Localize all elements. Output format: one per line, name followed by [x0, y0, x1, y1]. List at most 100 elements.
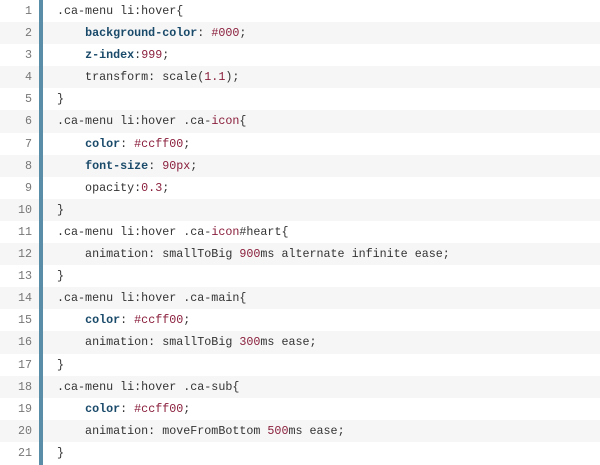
- code-token: ;: [183, 313, 191, 328]
- code-line: 6.ca-menu li:hover .ca-icon{: [0, 110, 600, 133]
- line-number: 18: [17, 379, 32, 394]
- line-number: 3: [24, 48, 32, 63]
- code-token: {: [239, 114, 247, 129]
- line-number: 15: [17, 313, 32, 328]
- line-number: 5: [24, 92, 32, 107]
- code-line: 1 .ca-menu li:hover{: [0, 0, 600, 22]
- code-line: 3 z-index:999;: [0, 44, 600, 66]
- line-number: 4: [24, 70, 32, 85]
- line-number: 9: [24, 180, 32, 195]
- line-number: 16: [17, 335, 32, 350]
- code-token: ms ease;: [288, 423, 345, 438]
- css-property-token: z-index: [85, 48, 135, 63]
- line-text: z-index:999;: [43, 44, 169, 66]
- line-number: 14: [17, 291, 32, 306]
- line-number: 12: [17, 247, 32, 262]
- code-token: }: [57, 92, 65, 107]
- code-line: 10}: [0, 198, 600, 221]
- code-token: [57, 159, 85, 173]
- css-value-token: 90px: [162, 158, 191, 173]
- line-number: 17: [17, 357, 32, 372]
- code-token: #heart{: [239, 224, 289, 239]
- line-text: }: [43, 442, 64, 464]
- code-token: .ca-menu li:hover .ca-main{: [57, 291, 247, 306]
- code-token: [57, 313, 85, 327]
- css-value-token: #000: [211, 26, 240, 41]
- code-token: }: [57, 445, 65, 460]
- line-text: }: [43, 265, 64, 287]
- code-line: 12 animation: smallToBig 900ms alternate…: [0, 243, 600, 266]
- code-token: ;: [162, 48, 170, 63]
- css-value-token: icon: [211, 114, 240, 129]
- css-property-token: color: [85, 313, 121, 328]
- code-line: 7 color: #ccff00;: [0, 133, 600, 155]
- code-token: .ca-menu li:hover .ca-: [57, 224, 212, 239]
- code-line: 18 .ca-menu li:hover .ca-sub{: [0, 375, 600, 398]
- code-token: animation: smallToBig: [57, 247, 240, 262]
- code-line: 5}: [0, 88, 600, 110]
- line-number: 7: [24, 136, 32, 151]
- code-line: 21}: [0, 442, 600, 464]
- line-text: animation: smallToBig 300ms ease;: [43, 331, 317, 353]
- css-value-token: #ccff00: [134, 136, 184, 151]
- line-text: animation: moveFromBottom 500ms ease;: [43, 420, 345, 442]
- line-number: 2: [24, 26, 32, 41]
- css-value-token: 500: [267, 423, 289, 438]
- line-text: color: #ccff00;: [43, 309, 190, 331]
- line-number: 19: [17, 401, 32, 416]
- code-token: :: [197, 26, 212, 41]
- line-text: .ca-menu li:hover .ca-sub{: [43, 376, 239, 398]
- line-text: color: #ccff00;: [43, 133, 190, 155]
- code-token: [57, 26, 85, 40]
- code-token: transform: scale(: [57, 70, 205, 85]
- code-token: .ca-menu li:hover{: [57, 4, 184, 18]
- code-token: ms ease;: [260, 335, 317, 350]
- line-text: color: #ccff00;: [43, 398, 190, 420]
- css-value-token: icon: [211, 224, 240, 239]
- css-property-token: font-size: [85, 158, 149, 173]
- code-token: animation: smallToBig: [57, 335, 240, 350]
- code-token: opacity:: [57, 180, 142, 195]
- css-value-token: 1.1: [204, 70, 226, 85]
- code-token: [57, 48, 85, 62]
- code-token: ;: [183, 136, 191, 151]
- line-text: opacity:0.3;: [43, 177, 169, 199]
- line-text: .ca-menu li:hover .ca-icon{: [43, 110, 246, 132]
- css-property-token: color: [85, 136, 121, 151]
- line-number: 13: [17, 269, 32, 284]
- code-token: :: [134, 48, 142, 63]
- css-property-token: background-color: [85, 26, 198, 41]
- code-token: ;: [162, 180, 170, 195]
- line-text: background-color: #000;: [43, 22, 246, 44]
- code-token: ms alternate infinite ease;: [260, 247, 450, 262]
- code-token: }: [57, 269, 65, 284]
- code-token: ;: [183, 401, 191, 416]
- css-value-token: 0.3: [141, 180, 163, 195]
- code-line: 20 animation: moveFromBottom 500ms ease;: [0, 419, 600, 442]
- line-text: .ca-menu li:hover .ca-icon#heart{: [43, 221, 288, 243]
- code-token: :: [120, 401, 135, 416]
- code-token: [57, 402, 85, 416]
- css-value-token: 999: [141, 48, 163, 63]
- code-token: }: [57, 357, 65, 372]
- line-number: 8: [24, 158, 32, 173]
- code-token: );: [225, 70, 240, 85]
- line-text: }: [43, 88, 64, 110]
- css-value-token: 300: [239, 335, 261, 350]
- line-text: .ca-menu li:hover .ca-main{: [43, 287, 246, 309]
- gutter-divider: [39, 0, 43, 465]
- code-line: 19 color: #ccff00;: [0, 398, 600, 420]
- line-text: transform: scale(1.1);: [43, 66, 239, 88]
- line-text: }: [43, 354, 64, 376]
- line-number: 10: [17, 202, 32, 217]
- line-number: 20: [17, 423, 32, 438]
- line-number: 21: [17, 445, 32, 460]
- line-number: 1: [24, 4, 32, 18]
- code-line: 15 color: #ccff00;: [0, 309, 600, 331]
- code-line: 8 font-size: 90px;: [0, 154, 600, 177]
- line-number: 11: [17, 224, 32, 239]
- css-value-token: 900: [239, 247, 261, 262]
- code-token: [57, 137, 85, 151]
- code-token: ;: [190, 158, 198, 173]
